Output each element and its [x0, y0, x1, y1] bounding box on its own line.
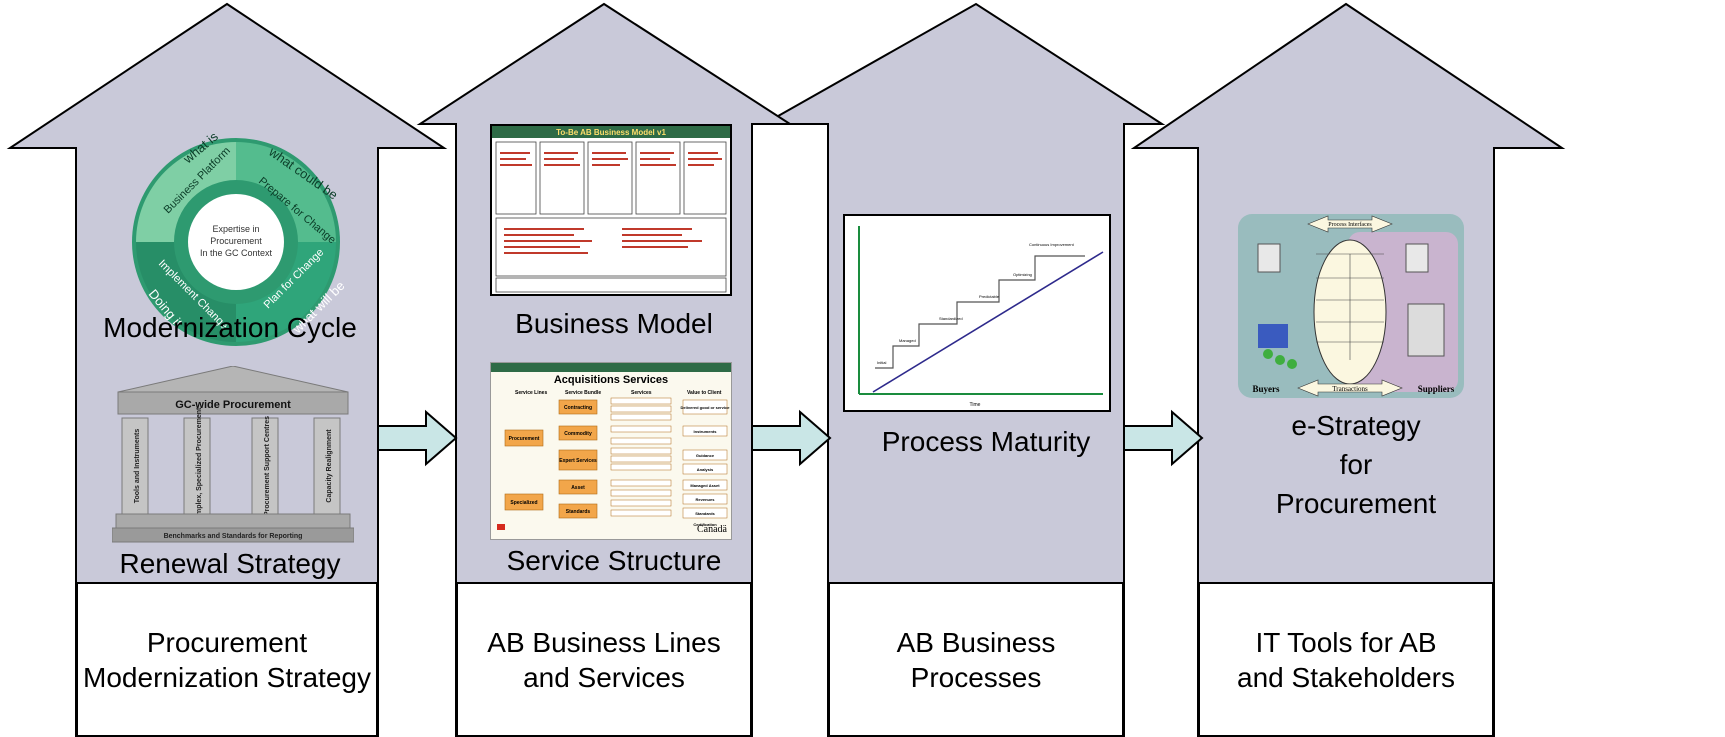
maturity-step-1: Managed: [899, 338, 916, 343]
e-strategy-line-0: e-Strategy: [1291, 410, 1421, 441]
e-strategy-graphic: Process Interfaces Transactions Buyers S…: [1238, 214, 1464, 398]
temple-pillar-0: Tools and Instruments: [134, 429, 141, 504]
footer-processes-line-0: AB Business: [896, 626, 1056, 658]
ss-bundle-2: Expert Services: [559, 458, 597, 464]
ss-header-1: Service Bundle: [565, 390, 601, 396]
process-maturity-label: Process Maturity: [881, 426, 1091, 457]
connector-arrow-3: [1123, 409, 1204, 467]
estrategy-right: Suppliers: [1418, 384, 1455, 394]
e-strategy-line-1: for: [1339, 449, 1373, 481]
footer-lines-line-1: and Services: [523, 661, 685, 693]
cycle-center-2: In the GC Context: [200, 248, 273, 258]
connector-arrow-1: [377, 409, 458, 467]
ss-value-0: Delivered good or service: [681, 405, 731, 410]
cycle-center-0: Expertise in: [212, 224, 259, 234]
service-structure-title: Acquisitions Services: [553, 374, 669, 386]
footer-it-line-1: and Stakeholders: [1237, 661, 1455, 693]
business-model-title: To-Be AB Business Model v1: [556, 127, 666, 137]
ss-bundle-0: Contracting: [564, 405, 592, 411]
cycle-center-1: Procurement: [210, 236, 262, 246]
canada-wordmark: Canadä: [697, 524, 728, 535]
ss-value-2: Guidance: [696, 453, 715, 458]
estrategy-top: Process Interfaces: [1328, 221, 1372, 228]
ss-value-5: Revenues: [696, 497, 716, 502]
modernization-cycle-graphic: what is Business Platform what could be …: [128, 134, 344, 350]
modernization-cycle-label: Modernization Cycle: [103, 312, 357, 343]
ss-header-0: Service Lines: [515, 390, 547, 396]
connector-arrow-2: [751, 409, 832, 467]
e-strategy-line-2: Procurement: [1275, 488, 1437, 520]
temple-pillar-3: Capacity Realignment: [326, 429, 333, 503]
footer-processes-line-1: Processes: [910, 661, 1042, 693]
ss-value-7: Certification: [693, 522, 717, 527]
estrategy-left: Buyers: [1253, 384, 1280, 394]
ss-bundle-4: Standards: [566, 509, 591, 515]
ss-header-2: Services: [631, 390, 652, 396]
maturity-step-4: Optimizing: [1013, 272, 1032, 277]
ss-line-0: Procurement: [509, 436, 540, 442]
maturity-step-5: Continuous Improvement: [1029, 242, 1075, 247]
ss-value-4: Managed Asset: [690, 483, 720, 488]
ss-bundle-1: Commodity: [564, 431, 592, 437]
e-strategy-label: e-Strategy for Procurement: [1196, 406, 1516, 524]
business-model-label: Business Model: [515, 308, 713, 339]
footer-strategy-line-1: Modernization Strategy: [83, 661, 371, 693]
footer-it-line-0: IT Tools for AB: [1255, 626, 1437, 658]
process-maturity-graphic: Time Initial Managed Standardized Predic…: [843, 214, 1111, 412]
temple-base: Benchmarks and Standards for Reporting: [164, 533, 303, 540]
maturity-step-2: Standardized: [939, 316, 963, 321]
renewal-temple-graphic: GC-wide Procurement Tools and Instrument…: [112, 366, 354, 546]
temple-title: GC-wide Procurement: [175, 399, 291, 411]
renewal-strategy-label: Renewal Strategy: [119, 548, 341, 579]
ss-value-1: Instruments: [694, 429, 718, 434]
service-structure-graphic: Acquisitions Services Service Lines Serv…: [490, 362, 732, 540]
ss-header-3: Value to Client: [687, 390, 722, 396]
maturity-step-3: Predictable: [979, 294, 1000, 299]
ss-bundle-3: Asset: [571, 485, 585, 491]
maturity-xlabel: Time: [970, 402, 981, 408]
footer-strategy-line-0: Procurement: [146, 626, 308, 658]
ss-value-3: Analysis: [697, 467, 714, 472]
ss-value-6: Standards: [695, 511, 715, 516]
temple-pillar-1: Complex, Specialized Procurement: [196, 407, 203, 524]
ss-line-1: Specialized: [510, 500, 537, 506]
business-model-graphic: To-Be AB Business Model v1: [490, 124, 732, 296]
footer-lines-line-0: AB Business Lines: [487, 626, 721, 658]
estrategy-bottom: Transactions: [1332, 385, 1368, 393]
service-structure-label: Service Structure: [506, 545, 722, 576]
temple-pillar-2: Procurement Support Centres: [264, 416, 271, 516]
maturity-step-0: Initial: [877, 360, 886, 365]
